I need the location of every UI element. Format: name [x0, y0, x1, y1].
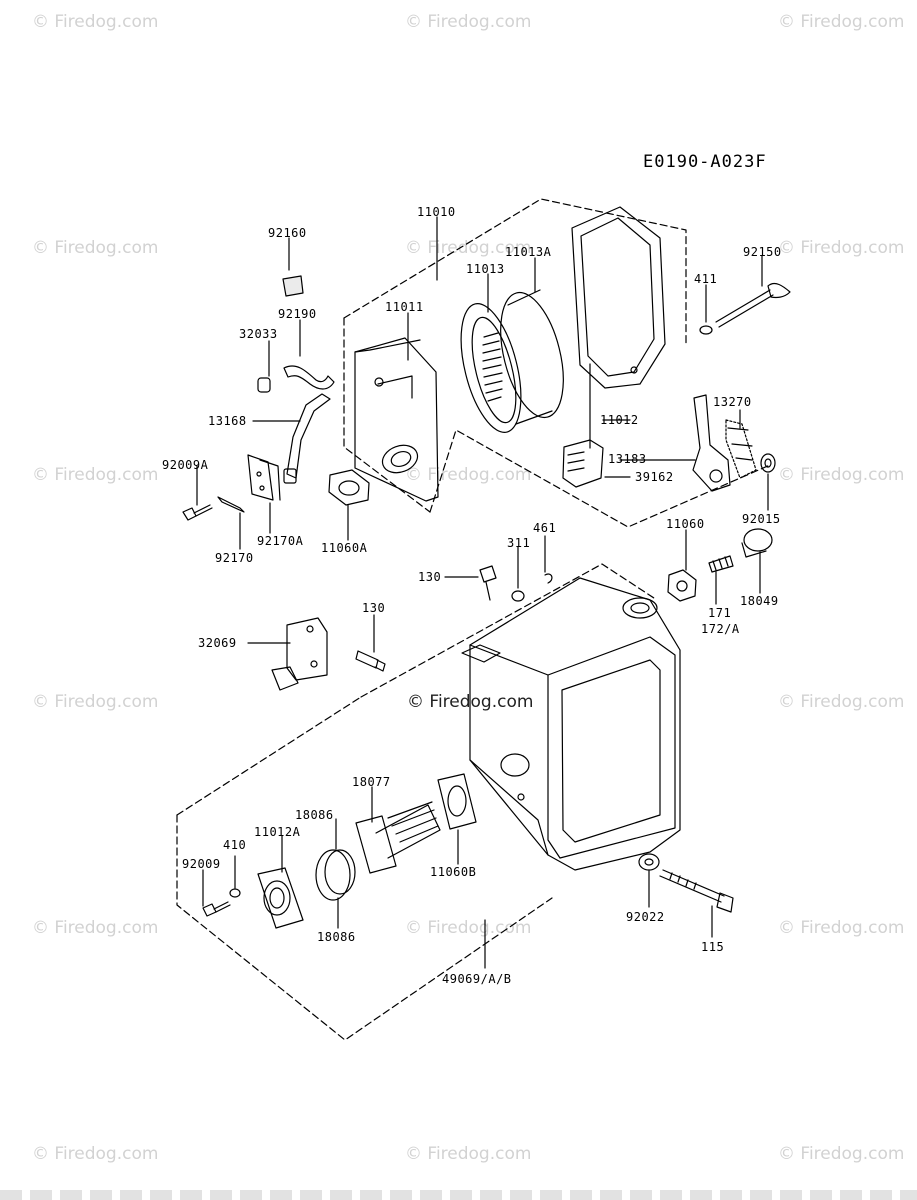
- bracket-92170a: [247, 454, 281, 501]
- bolt-130-b: [355, 650, 386, 672]
- part-label: 11012A: [254, 825, 301, 839]
- part-label: 130: [418, 570, 442, 584]
- screen-ring-18086: [315, 849, 356, 901]
- wing-bolt-92150: [715, 282, 791, 328]
- page-edge-strip: [0, 1190, 917, 1200]
- gasket-11060b: [437, 773, 477, 830]
- watermark: © Firedog.com: [405, 465, 532, 485]
- muffler-bracket-32069: [271, 617, 328, 691]
- part-label: 92150: [743, 245, 782, 259]
- cap-18049: [741, 528, 773, 558]
- washer-410: [229, 888, 241, 898]
- part-label: 11060: [666, 517, 705, 531]
- part-label: 171: [708, 606, 732, 620]
- part-label: 18049: [740, 594, 779, 608]
- watermark: © Firedog.com: [405, 1144, 532, 1164]
- plate-13270: [725, 419, 757, 479]
- part-label: 32069: [198, 636, 237, 650]
- watermark: © Firedog.com: [32, 918, 159, 938]
- stud-171: [708, 555, 734, 573]
- part-label: 410: [223, 838, 247, 852]
- part-label: 92009A: [162, 458, 209, 472]
- part-label: 18077: [352, 775, 391, 789]
- part-label: 49069/A/B: [442, 972, 512, 986]
- part-label: 411: [694, 272, 718, 286]
- part-label: 92022: [626, 910, 665, 924]
- muffler-body: [461, 577, 681, 871]
- part-label: 11010: [417, 205, 456, 219]
- washer-92022: [638, 853, 660, 871]
- part-label: 11013: [466, 262, 505, 276]
- air-cleaner-assembly-frame: [343, 198, 771, 528]
- diagram-code: E0190-A023F: [643, 152, 767, 172]
- part-label: 92009: [182, 857, 221, 871]
- muffler-assembly-frame: [176, 563, 658, 1041]
- part-label: 18086: [295, 808, 334, 822]
- watermark: © Firedog.com: [778, 692, 905, 712]
- part-label: 11012: [600, 413, 639, 427]
- part-label: 13183: [608, 452, 647, 466]
- bolt-115: [659, 869, 734, 913]
- part-label: 39162: [635, 470, 674, 484]
- part-label: 172/A: [701, 622, 740, 636]
- part-label: 11013A: [505, 245, 552, 259]
- part-label: 32033: [239, 327, 278, 341]
- part-label: 11011: [385, 300, 424, 314]
- watermark: © Firedog.com: [778, 238, 905, 258]
- bolt-92009a: [182, 504, 213, 521]
- watermark: © Firedog.com: [32, 238, 159, 258]
- bolt-92009: [202, 901, 231, 917]
- part-label: 461: [533, 521, 557, 535]
- breather-tube: [283, 393, 331, 484]
- watermark: © Firedog.com: [32, 692, 159, 712]
- center-watermark: © Firedog.com: [407, 692, 534, 712]
- part-label: 18086: [317, 930, 356, 944]
- tag-92160: [282, 275, 304, 297]
- watermark: © Firedog.com: [405, 918, 532, 938]
- part-label: 115: [701, 940, 725, 954]
- part-label: 13168: [208, 414, 247, 428]
- watermark: © Firedog.com: [32, 12, 159, 32]
- part-label: 92160: [268, 226, 307, 240]
- watermark: © Firedog.com: [778, 465, 905, 485]
- air-cleaner-cover: [571, 206, 666, 389]
- air-cleaner-base: [354, 337, 439, 502]
- gasket-11060: [667, 569, 697, 602]
- choke-lever-13183: [692, 394, 731, 492]
- part-label: 13270: [713, 395, 752, 409]
- part-label: 11060A: [321, 541, 368, 555]
- watermark: © Firedog.com: [778, 1144, 905, 1164]
- part-label: 92015: [742, 512, 781, 526]
- washer-411: [699, 325, 713, 335]
- plate-92170: [217, 496, 245, 513]
- leader-lines: [196, 216, 769, 969]
- pin-461: [544, 573, 553, 584]
- washer-311: [511, 590, 525, 602]
- knob-92015: [760, 453, 776, 473]
- watermark: © Firedog.com: [32, 1144, 159, 1164]
- watermark: © Firedog.com: [32, 465, 159, 485]
- spark-arrester-18077: [355, 801, 441, 874]
- part-label: 92170: [215, 551, 254, 565]
- part-label: 11060B: [430, 865, 477, 879]
- part-label: 92190: [278, 307, 317, 321]
- part-label: 92170A: [257, 534, 304, 548]
- watermark: © Firedog.com: [405, 12, 532, 32]
- outlet-flange-11012a: [257, 867, 304, 929]
- watermark: © Firedog.com: [778, 12, 905, 32]
- watermark: © Firedog.com: [778, 918, 905, 938]
- bolt-130-a: [479, 565, 497, 601]
- part-label: 311: [507, 536, 531, 550]
- part-label: 130: [362, 601, 386, 615]
- filter-element: [460, 289, 564, 433]
- block-39162: [562, 439, 604, 488]
- gasket-11060a: [328, 469, 370, 506]
- clip-92190: [283, 365, 335, 390]
- fitting-32033: [257, 377, 271, 393]
